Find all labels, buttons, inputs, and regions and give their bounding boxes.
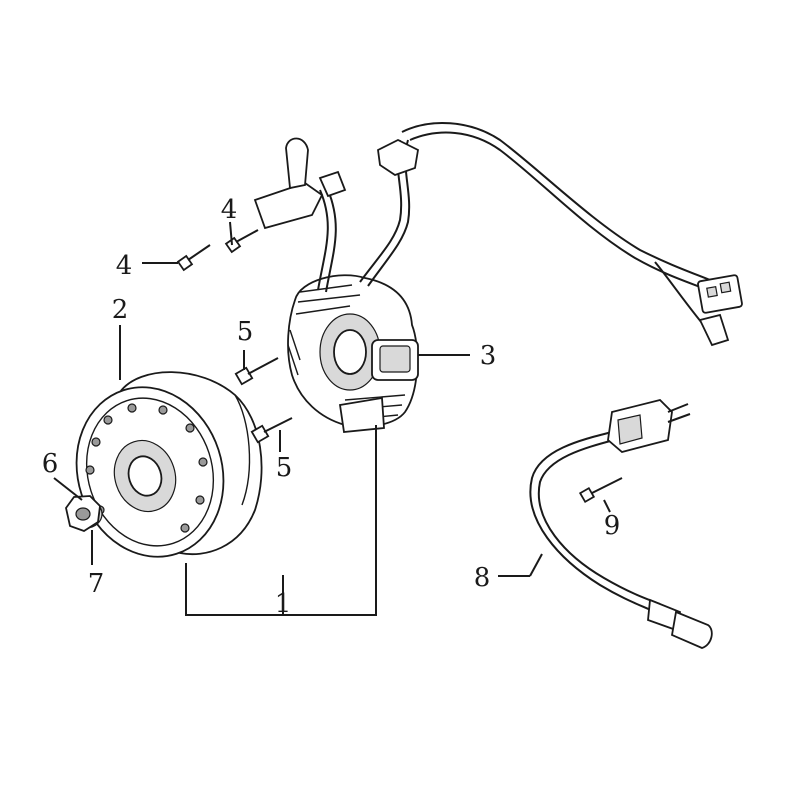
stator-assembly [287, 274, 419, 433]
callout-3: 3 [480, 341, 497, 371]
callout-5-lower: 5 [276, 453, 293, 483]
bolt-stator-a [234, 357, 279, 386]
bolt-stator-b [250, 417, 293, 444]
callout-5-upper: 5 [237, 317, 254, 347]
callout-4-left: 4 [116, 251, 133, 281]
stator-wiring [253, 122, 743, 347]
callout-6: 6 [42, 449, 59, 479]
callout-2: 2 [112, 295, 129, 325]
leader-lines [53, 221, 611, 616]
callout-8: 8 [474, 563, 491, 593]
callout-9: 9 [604, 511, 621, 541]
rotor-holes [85, 403, 208, 533]
bolt-upper-b [224, 229, 259, 254]
sensor-cable [529, 399, 713, 649]
callout-labels: 1 2 3 4 4 5 5 6 7 8 9 [42, 195, 621, 619]
callout-4-upper: 4 [221, 195, 238, 225]
callout-7: 7 [88, 569, 105, 599]
bolt-sensor [578, 477, 623, 504]
flywheel-rotor [75, 371, 263, 558]
bolt-upper-a [176, 244, 211, 272]
callout-1: 1 [275, 589, 292, 619]
